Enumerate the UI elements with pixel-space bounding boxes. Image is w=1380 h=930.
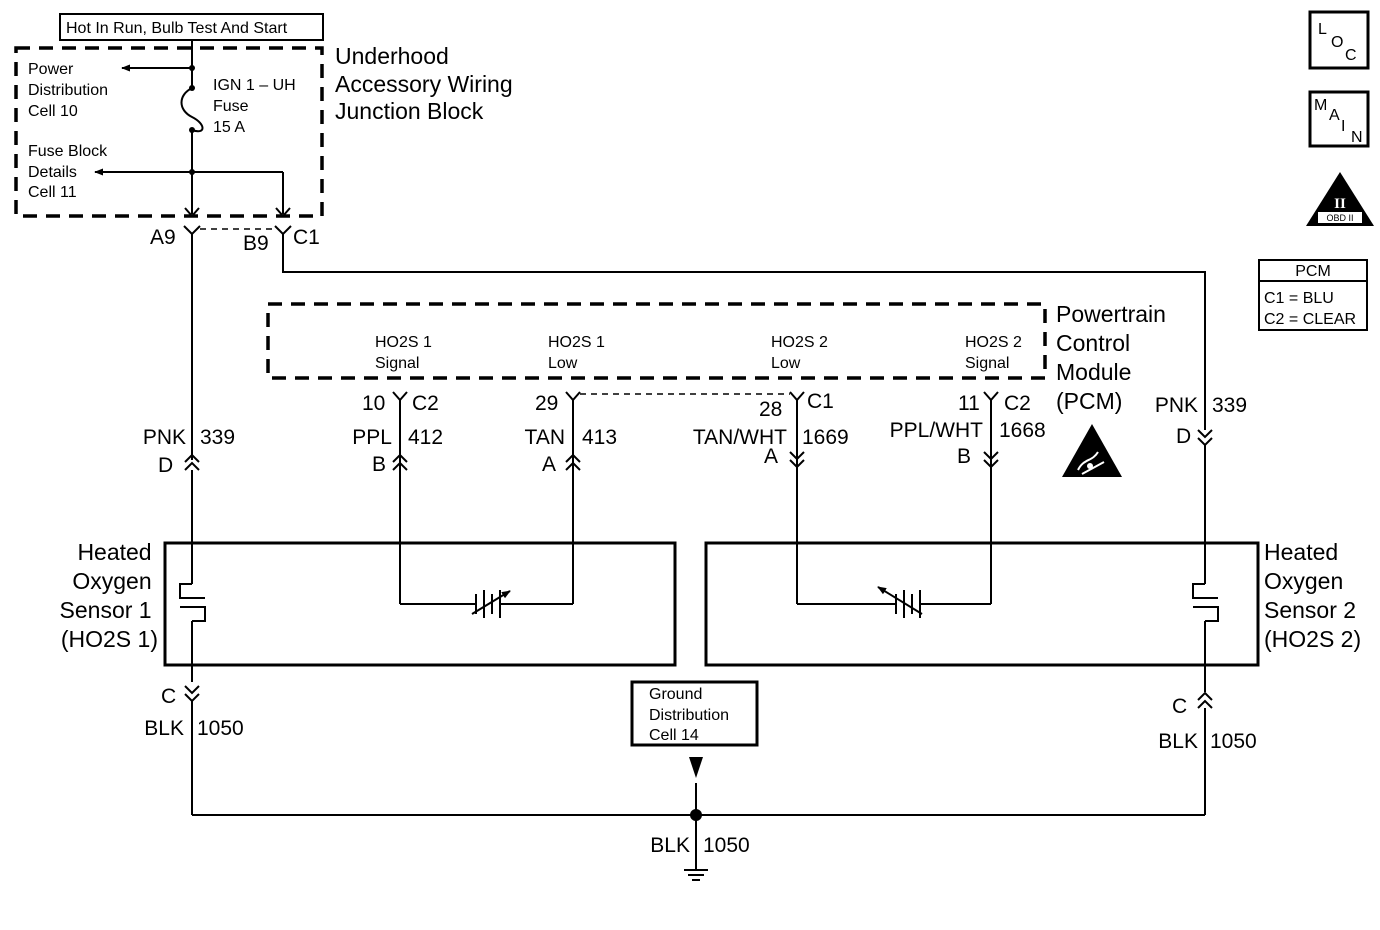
pin-28: 28 [759,398,782,421]
pcm-outline [266,302,1047,380]
ground-wiring [191,701,1206,870]
sensor2-ground-circuit: 1050 [1210,730,1257,753]
pcm-pin-label-ho2s1-low: HO2S 1 Low [548,334,609,372]
wire-color-413: TAN [525,426,565,449]
sensor2-feed-color: PNK [1155,394,1198,417]
power-distribution-ref: Power Distribution Cell 10 [28,61,112,120]
svg-text:N: N [1351,129,1363,146]
junction-block-outline [14,46,324,218]
sensor2-name: Heated Oxygen Sensor 2 (HO2S 2) [1264,539,1362,652]
sensor2-box [704,541,1260,667]
ground-circuit: 1050 [703,834,750,857]
svg-text:C2 = CLEAR: C2 = CLEAR [1264,311,1356,328]
sensor1-ground-terminal: C [161,685,176,708]
junction-block-name: Underhood Accessory Wiring Junction Bloc… [335,43,519,124]
sensor2-feed-connector [1197,429,1213,447]
pin-11-connector: C2 [1004,392,1031,415]
terminal-a9: A9 [150,226,176,249]
connector-c1: C1 [293,226,320,249]
ground-distribution-ref: Ground Distribution Cell 14 [649,686,733,744]
svg-text:C1 = BLU: C1 = BLU [1264,290,1334,307]
pin-10: 10 [362,392,385,415]
sensor1-feed-connector [184,453,200,471]
sensor-terminal-412: B [372,453,386,476]
wire-color-1669: TAN/WHT [693,426,787,449]
pin-28-connector: C1 [807,390,834,413]
svg-text:I: I [1341,118,1345,135]
svg-text:L: L [1318,21,1327,38]
terminal-b9: B9 [243,232,269,255]
sensor2-ground-terminal: C [1172,695,1187,718]
svg-text:II: II [1334,196,1346,212]
feed-wiring [191,234,1206,460]
svg-text:M: M [1314,97,1327,114]
pcm-connector-legend: PCM C1 = BLU C2 = CLEAR [1258,259,1368,331]
circuit-412: 412 [408,426,443,449]
sensor1-ground-connector [184,685,200,703]
pin-29: 29 [535,392,558,415]
sensor1-name: Heated Oxygen Sensor 1 (HO2S 1) [60,539,158,652]
svg-text:OBD II: OBD II [1326,213,1353,223]
fuse-block-ref: Fuse Block Details Cell 11 [28,143,112,201]
sensor-terminal-1669: A [764,445,778,468]
ground-symbol-icon [684,869,708,881]
sensor2-ground-color: BLK [1158,730,1198,753]
fuse-symbol [180,87,204,133]
wire-color-1668: PPL/WHT [890,419,984,442]
sensor2-feed-circuit: 339 [1212,394,1247,417]
sensor2-element [797,586,991,618]
svg-text:O: O [1331,34,1343,51]
sensor1-element [400,590,573,618]
ground-color: BLK [650,834,690,857]
pcm-signal-wiring [392,391,999,604]
ground-distribution-ref-box [630,680,759,747]
pin-11: 11 [958,392,980,415]
pcm-pin-label-ho2s2-signal: HO2S 2 Signal [965,334,1026,372]
circuit-1668: 1668 [999,419,1046,442]
main-icon: M A I N [1308,90,1370,148]
loc-icon: L O C [1308,10,1370,70]
pcm-name: Powertrain Control Module (PCM) [1056,301,1172,414]
svg-text:A: A [1329,107,1340,124]
sensor2-ground-connector [1197,691,1213,709]
sensor1-ground-circuit: 1050 [197,717,244,740]
power-source-label: Hot In Run, Bulb Test And Start [66,20,288,37]
fuse-label: IGN 1 – UH Fuse 15 A [213,77,300,136]
circuit-413: 413 [582,426,617,449]
sensor2-heater [1192,445,1219,692]
pcm-pin-label-ho2s2-low: HO2S 2 Low [771,334,832,372]
wire-color-412: PPL [352,426,392,449]
esd-warning-icon [1062,424,1122,477]
sensor1-ground-color: BLK [144,717,184,740]
obd-ii-icon: II OBD II [1306,172,1374,226]
sensor1-feed-circuit: 339 [200,426,235,449]
sensor1-heater [179,470,206,682]
svg-text:PCM: PCM [1295,263,1331,280]
sensor-terminal-1668: B [957,445,971,468]
sensor2-feed-terminal: D [1176,425,1191,448]
svg-text:C: C [1345,47,1357,64]
sensor1-box [163,541,677,667]
sensor-terminal-413: A [542,453,556,476]
sensor1-feed-color: PNK [143,426,186,449]
junction-wiring [94,40,292,236]
sensor1-feed-terminal: D [158,454,173,477]
circuit-1669: 1669 [802,426,849,449]
pcm-pin-label-ho2s1-signal: HO2S 1 Signal [375,334,436,372]
pin-10-connector: C2 [412,392,439,415]
